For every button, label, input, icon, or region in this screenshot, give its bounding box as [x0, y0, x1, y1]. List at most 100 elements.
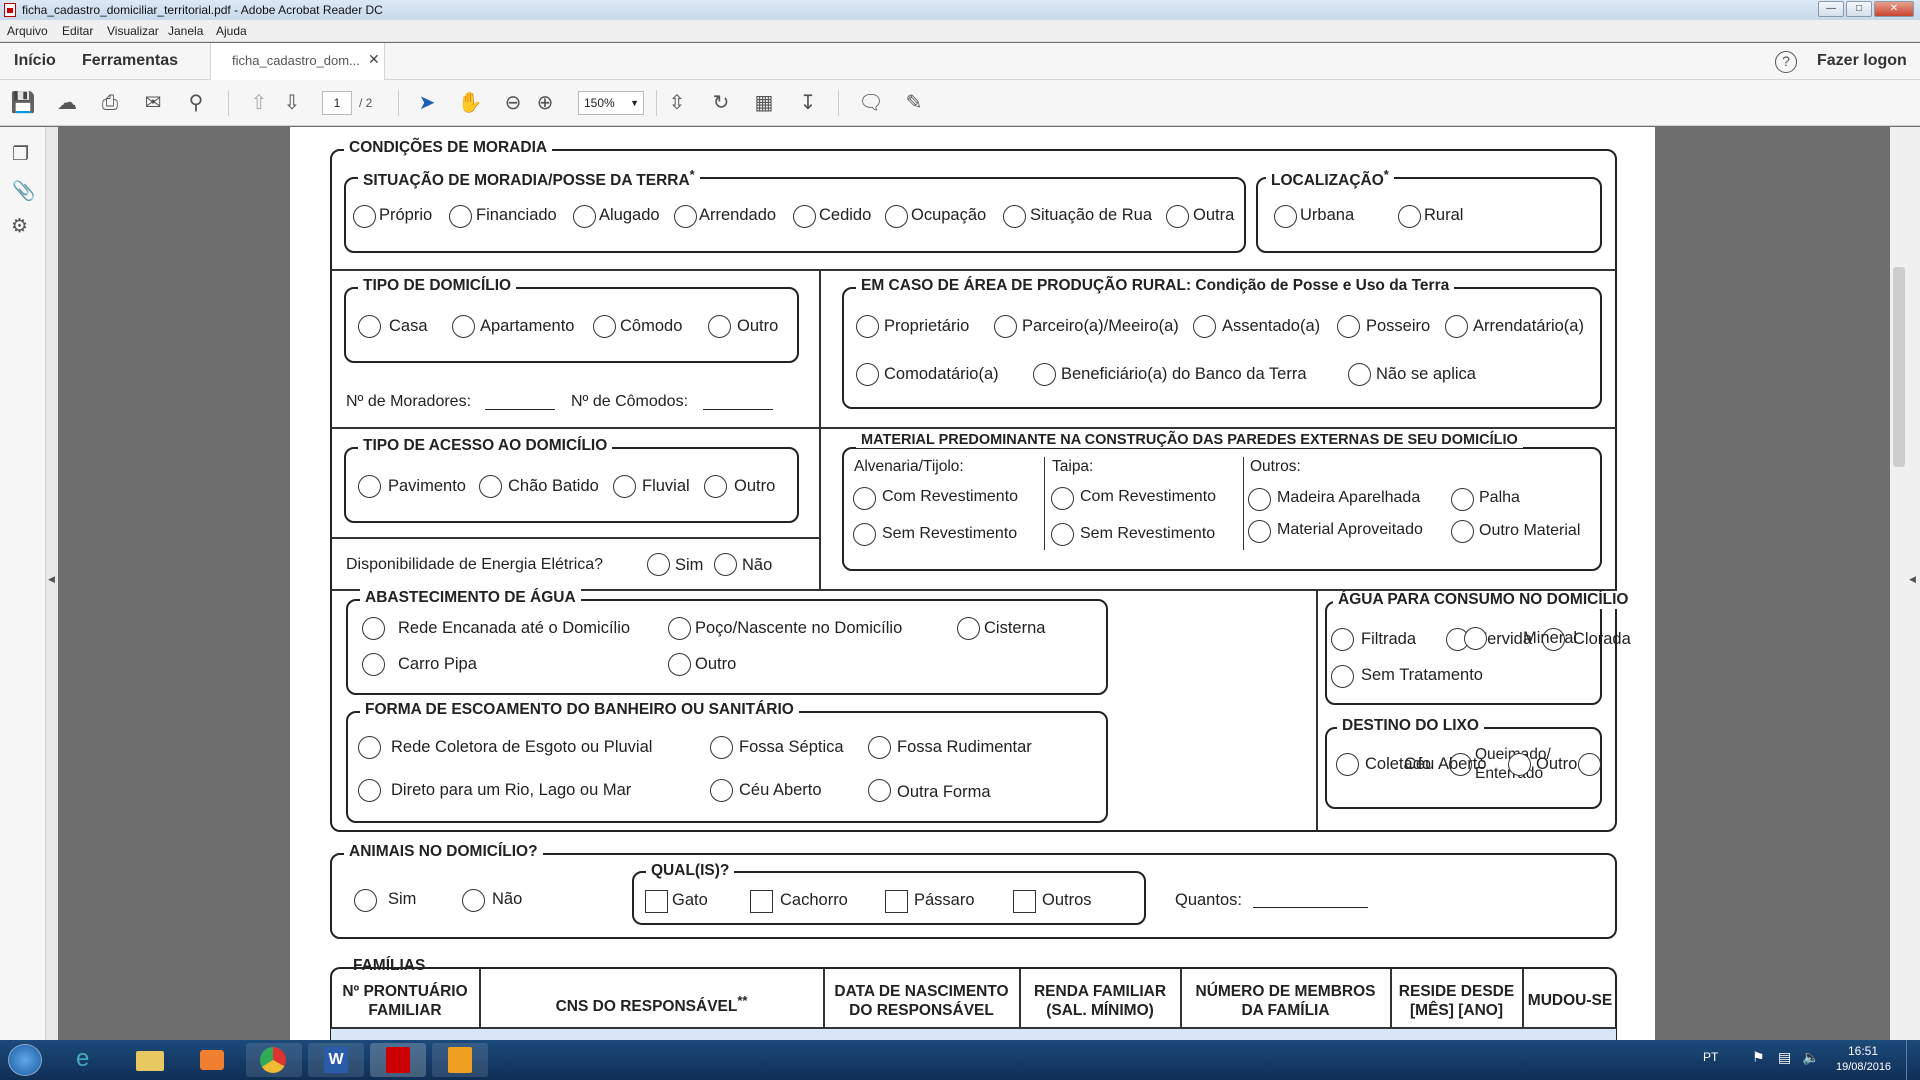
highlight-pen-icon[interactable]: ✎: [905, 92, 923, 114]
upload-icon[interactable]: ☁: [57, 92, 77, 114]
acrobat-taskbar-icon[interactable]: [370, 1043, 426, 1077]
checkbox-cachorro[interactable]: [750, 890, 773, 913]
radio-outro-acesso[interactable]: [704, 475, 727, 498]
page-number-input[interactable]: 1: [322, 91, 352, 115]
media-player-icon[interactable]: [184, 1043, 240, 1077]
radio-energia-sim[interactable]: [647, 553, 670, 576]
radio-coletado[interactable]: [1336, 753, 1359, 776]
select-arrow-icon[interactable]: ➤: [418, 92, 436, 114]
previous-page-icon[interactable]: ⇧: [250, 92, 268, 114]
radio-urbana[interactable]: [1274, 205, 1297, 228]
scroll-mode-icon[interactable]: ↧: [799, 92, 817, 114]
radio-sem-tratamento[interactable]: [1331, 665, 1354, 688]
save-icon[interactable]: 💾: [10, 92, 36, 114]
radio-comodo[interactable]: [593, 315, 616, 338]
print-icon[interactable]: ⎙: [102, 92, 118, 114]
menu-arquivo[interactable]: Arquivo: [7, 24, 48, 38]
radio-taipa-sem[interactable]: [1051, 523, 1074, 546]
radio-mineral[interactable]: [1464, 627, 1487, 650]
menu-editar[interactable]: Editar: [62, 24, 94, 38]
radio-beneficiario[interactable]: [1033, 363, 1056, 386]
radio-queimado[interactable]: [1449, 753, 1472, 776]
document-properties-icon[interactable]: ⚙: [11, 216, 29, 237]
radio-clorada[interactable]: [1542, 628, 1565, 651]
comment-icon[interactable]: 🗨: [858, 92, 884, 114]
email-icon[interactable]: ✉: [144, 92, 162, 114]
network-icon[interactable]: ▤: [1778, 1049, 1792, 1065]
start-button[interactable]: [8, 1044, 42, 1076]
radio-madeira[interactable]: [1248, 488, 1271, 511]
radio-outro-agua[interactable]: [668, 653, 691, 676]
radio-outro-material[interactable]: [1451, 520, 1474, 543]
radio-ceu-aberto-lixo[interactable]: [1578, 753, 1601, 776]
radio-ceu-aberto-esgoto[interactable]: [710, 779, 733, 802]
radio-alugado[interactable]: [573, 205, 596, 228]
word-icon[interactable]: W: [308, 1043, 364, 1077]
quantos-field[interactable]: [1253, 907, 1368, 908]
radio-animais-nao[interactable]: [462, 889, 485, 912]
close-tab-icon[interactable]: ✕: [368, 51, 380, 67]
zoom-select[interactable]: 150% ▼: [578, 91, 644, 115]
radio-filtrada[interactable]: [1331, 628, 1354, 651]
full-screen-icon[interactable]: ▦: [754, 92, 774, 114]
radio-fossa-septica[interactable]: [710, 736, 733, 759]
rotate-page-icon[interactable]: ↻: [712, 92, 730, 114]
radio-apartamento[interactable]: [452, 315, 475, 338]
radio-proprietario[interactable]: [856, 315, 879, 338]
radio-situacao-rua[interactable]: [1003, 205, 1026, 228]
radio-carro-pipa[interactable]: [362, 653, 385, 676]
zoom-out-icon[interactable]: ⊖: [504, 92, 522, 114]
radio-casa[interactable]: [358, 315, 381, 338]
radio-poco[interactable]: [668, 617, 691, 640]
radio-rede-coletora[interactable]: [358, 736, 381, 759]
moradores-field[interactable]: [485, 409, 555, 410]
tab-home[interactable]: Início: [14, 52, 56, 69]
pages-thumbnail-icon[interactable]: ❐: [12, 144, 30, 165]
radio-pavimento[interactable]: [358, 475, 381, 498]
clock-date[interactable]: 19/08/2016: [1836, 1061, 1892, 1073]
radio-chao-batido[interactable]: [479, 475, 502, 498]
radio-outro-domicilio[interactable]: [708, 315, 731, 338]
radio-outra[interactable]: [1166, 205, 1189, 228]
radio-fluvial[interactable]: [613, 475, 636, 498]
radio-aproveitado[interactable]: [1248, 520, 1271, 543]
help-icon[interactable]: ?: [1775, 51, 1797, 73]
minimize-button[interactable]: —: [1818, 1, 1844, 17]
attachment-icon[interactable]: 📎: [12, 181, 36, 202]
explorer-icon[interactable]: [122, 1043, 178, 1077]
table-first-row[interactable]: [331, 1029, 1616, 1040]
radio-direto-rio[interactable]: [358, 779, 381, 802]
close-window-button[interactable]: ✕: [1874, 1, 1914, 17]
outlook-icon[interactable]: [432, 1043, 488, 1077]
comodos-field[interactable]: [703, 409, 773, 410]
radio-rural[interactable]: [1398, 205, 1421, 228]
clock-time[interactable]: 16:51: [1848, 1044, 1879, 1058]
language-indicator[interactable]: PT: [1703, 1050, 1719, 1064]
radio-energia-nao[interactable]: [714, 553, 737, 576]
radio-palha[interactable]: [1451, 488, 1474, 511]
login-link[interactable]: Fazer logon: [1817, 52, 1907, 69]
search-icon[interactable]: ⚲: [188, 92, 204, 114]
radio-alvenaria-sem[interactable]: [853, 523, 876, 546]
radio-cisterna[interactable]: [957, 617, 980, 640]
zoom-in-icon[interactable]: ⊕: [536, 92, 554, 114]
maximize-button[interactable]: □: [1846, 1, 1872, 17]
radio-rede-encanada[interactable]: [362, 617, 385, 640]
menu-visualizar[interactable]: Visualizar: [107, 24, 159, 38]
flag-icon[interactable]: ⚑: [1752, 1049, 1765, 1065]
radio-comodatario[interactable]: [856, 363, 879, 386]
volume-muted-icon[interactable]: 🔈: [1802, 1049, 1820, 1065]
radio-parceiro[interactable]: [994, 315, 1017, 338]
radio-proprio[interactable]: [353, 205, 376, 228]
chrome-icon[interactable]: [246, 1043, 302, 1077]
right-panel-toggle[interactable]: ◀: [1906, 127, 1920, 1040]
radio-animais-sim[interactable]: [354, 889, 377, 912]
radio-financiado[interactable]: [449, 205, 472, 228]
scrollbar-thumb[interactable]: [1893, 267, 1905, 467]
radio-taipa-com[interactable]: [1051, 487, 1074, 510]
radio-posseiro[interactable]: [1337, 315, 1360, 338]
tab-document[interactable]: ficha_cadastro_dom... ✕: [210, 43, 385, 80]
menu-ajuda[interactable]: Ajuda: [216, 24, 247, 38]
radio-cedido[interactable]: [793, 205, 816, 228]
radio-assentado[interactable]: [1193, 315, 1216, 338]
